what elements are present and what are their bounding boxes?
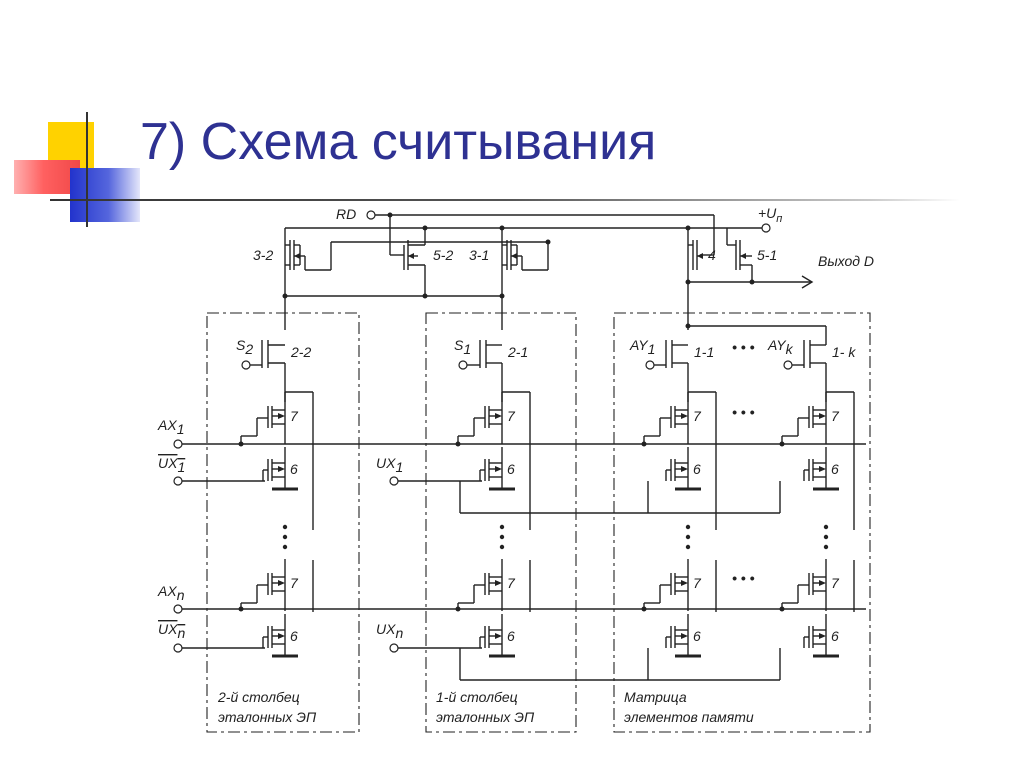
label-2-2: 2-2 <box>290 344 311 360</box>
label-6: 6 <box>290 628 298 644</box>
title-underline <box>50 199 960 201</box>
label-1-k: 1- k <box>832 344 856 360</box>
ayk-label: AYk <box>767 337 794 357</box>
label-1-1: 1-1 <box>694 344 714 360</box>
transistor-3-2 <box>284 240 331 330</box>
label-5-2: 5-2 <box>433 247 453 263</box>
ax1-label: AX1 <box>157 417 184 437</box>
label-7: 7 <box>693 575 702 591</box>
ellipsis-row-n: • • • <box>732 570 755 586</box>
uxn-label: UXn <box>376 621 403 641</box>
transistor-5-2 <box>403 240 426 296</box>
transistor-4 <box>687 240 703 330</box>
label-7: 7 <box>290 408 299 424</box>
slide-title: 7) Схема считывания <box>140 113 657 171</box>
decor-vertical-line <box>86 112 88 227</box>
cell-transistors: 7 6 7 6 7 6 7 6 7 6 7 6 7 6 7 6 <box>238 392 840 658</box>
vertical-ellipsis <box>282 524 829 550</box>
col2-caption-line1: 2-й столбец <box>217 689 300 705</box>
label-7: 7 <box>507 575 516 591</box>
ellipsis-row-1: • • • <box>732 404 755 420</box>
label-6: 6 <box>831 628 839 644</box>
col2-box <box>206 312 360 733</box>
label-6: 6 <box>831 461 839 477</box>
transistor-3-1 <box>501 240 548 330</box>
label-6: 6 <box>693 628 701 644</box>
s2-label: S2 <box>236 337 253 357</box>
label-6: 6 <box>507 461 515 477</box>
label-7: 7 <box>831 575 840 591</box>
label-6: 6 <box>507 628 515 644</box>
label-7: 7 <box>290 575 299 591</box>
rd-label: RD <box>336 206 356 222</box>
decor-blue-square <box>70 168 140 222</box>
label-6: 6 <box>290 461 298 477</box>
ay1-label: AY1 <box>629 337 655 357</box>
label-2-1: 2-1 <box>507 344 528 360</box>
col2-caption-line2: эталонных ЭП <box>218 709 317 725</box>
select-transistors <box>250 340 827 392</box>
vdd-label: +Uп <box>758 205 782 225</box>
output-label: Выход D <box>818 253 874 269</box>
label-5-1: 5-1 <box>757 247 777 263</box>
label-3-2: 3-2 <box>253 247 273 263</box>
decor-red-square <box>14 160 80 194</box>
label-3-1: 3-1 <box>469 247 489 263</box>
transistor-5-1 <box>727 240 753 282</box>
uxb1-label: UX1 <box>158 455 185 475</box>
word-lines <box>182 443 866 681</box>
matrix-caption-line1: Матрица <box>624 689 687 705</box>
output-bus <box>285 275 827 345</box>
col1-caption-line1: 1-й столбец <box>436 689 518 705</box>
bit-lines <box>285 391 855 612</box>
ux1-label: UX1 <box>376 455 403 475</box>
label-6: 6 <box>693 461 701 477</box>
axn-label: AXn <box>157 583 185 603</box>
col1-box <box>425 312 577 733</box>
uxbn-label: UXn <box>158 621 185 641</box>
matrix-box <box>613 312 871 733</box>
rd-terminal <box>366 210 376 220</box>
label-7: 7 <box>693 408 702 424</box>
s1-label: S1 <box>454 337 471 357</box>
matrix-caption-line2: элементов памяти <box>624 709 754 725</box>
vdd-terminal <box>761 223 771 233</box>
label-7: 7 <box>507 408 516 424</box>
label-7: 7 <box>831 408 840 424</box>
rd-supply-rails <box>284 214 762 270</box>
col1-caption-line2: эталонных ЭП <box>436 709 535 725</box>
ellipsis-row-ay: • • • <box>732 339 755 355</box>
label-4: 4 <box>708 247 716 263</box>
